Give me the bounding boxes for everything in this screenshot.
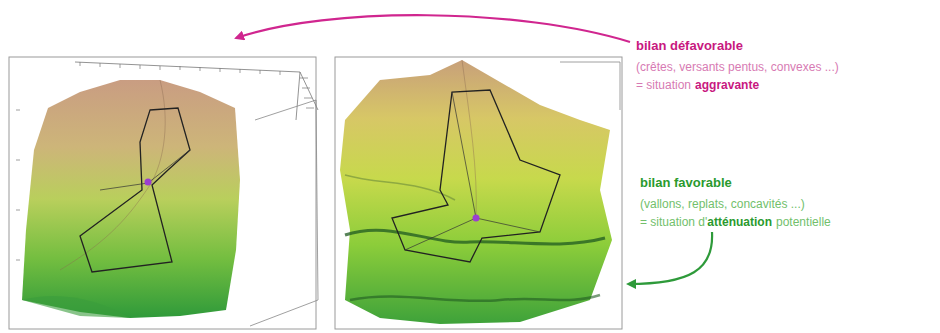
annotation-text: potentielle (776, 215, 831, 229)
annotation-line: = situation d'atténuation potentielle (640, 212, 831, 230)
annotation-line: bilan favorable (640, 173, 732, 191)
annotation-text: = situation (636, 78, 691, 92)
annotation-text: = situation d' (640, 215, 707, 229)
annotation-text: (vallons, replats, concavités ...) (640, 197, 805, 211)
annotation-line: (crêtes, versants pentus, convexes ...) (636, 57, 839, 75)
annotation-line: (vallons, replats, concavités ...) (640, 194, 805, 212)
annotation-text: bilan favorable (640, 175, 732, 190)
annotation-line: bilan défavorable (636, 36, 743, 54)
annotation-text: bilan défavorable (636, 38, 743, 53)
annotation-line: = situation aggravante (636, 75, 759, 93)
annotation-text: atténuation (707, 215, 772, 229)
annotation-text: (crêtes, versants pentus, convexes ...) (636, 60, 839, 74)
annotation-text: aggravante (695, 78, 759, 92)
